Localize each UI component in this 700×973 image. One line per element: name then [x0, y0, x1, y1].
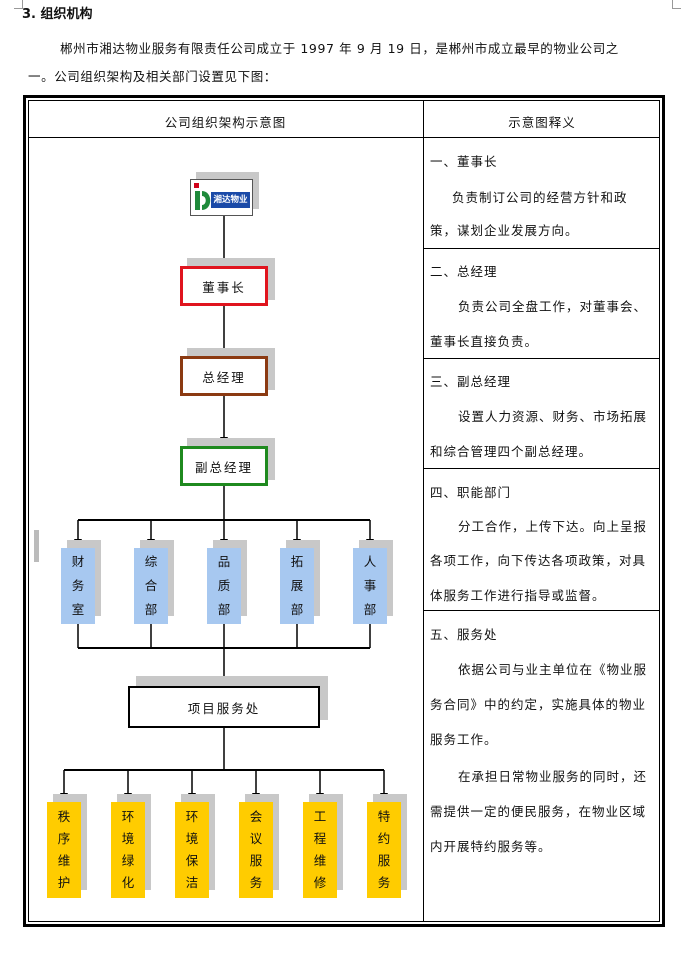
explanation-3-line-2: 和综合管理四个副总经理。 — [430, 444, 593, 459]
explanation-5-line-4: 在承担日常物业服务的同时，还 — [458, 769, 648, 784]
explanation-3-title: 三、副总经理 — [430, 374, 512, 389]
logo-mark-icon — [194, 183, 250, 210]
explanation-1-line-1: 负责制订公司的经营方针和政 — [452, 190, 628, 205]
intro-line-1: 郴州市湘达物业服务有限责任公司成立于 1997 年 9 月 19 日，是郴州市成… — [60, 41, 619, 56]
general-manager-box: 总经理 — [180, 356, 268, 396]
explanation-4-line-2: 各项工作，向下传达各项政策，对具 — [430, 553, 647, 568]
right-column-header: 示意图释义 — [508, 115, 576, 130]
table-header-divider — [28, 137, 660, 138]
explanation-5-line-2: 务合同》中的约定，实施具体的物业 — [430, 697, 647, 712]
service-box: 工程维修 — [303, 802, 337, 898]
department-box: 品质部 — [207, 548, 241, 624]
explanation-4-title: 四、职能部门 — [430, 485, 512, 500]
explanation-5-line-3: 服务工作。 — [430, 732, 498, 747]
row-divider-4 — [423, 610, 660, 611]
chairman-box: 董事长 — [180, 266, 268, 306]
corner-mark-left — [14, 0, 23, 9]
department-box: 综合部 — [134, 548, 168, 624]
table-column-divider — [423, 100, 424, 922]
left-column-header: 公司组织架构示意图 — [164, 115, 287, 130]
explanation-5-line-6: 内开展特约服务等。 — [430, 839, 552, 854]
explanation-1-line-2: 策，谋划企业发展方向。 — [430, 223, 579, 238]
explanation-1-title: 一、董事长 — [430, 154, 498, 169]
table-outer-border — [23, 95, 665, 927]
explanation-2-title: 二、总经理 — [430, 264, 498, 279]
row-divider-3 — [423, 468, 660, 469]
intro-line-2: 一。公司组织架构及相关部门设置见下图： — [28, 69, 277, 84]
department-box: 拓展部 — [280, 548, 314, 624]
section-title: 3. 组织机构 — [22, 7, 93, 22]
row-divider-1 — [423, 248, 660, 249]
company-logo: 湘达物业 — [190, 179, 253, 216]
explanation-5-line-1: 依据公司与业主单位在《物业服 — [458, 662, 648, 677]
service-box: 环境保洁 — [175, 802, 209, 898]
logo-text: 湘达物业 — [213, 195, 248, 205]
left-edge-mark — [34, 530, 39, 562]
explanation-4-line-1: 分工合作，上传下达。向上呈报 — [458, 519, 648, 534]
department-box: 人事部 — [353, 548, 387, 624]
explanation-5-title: 五、服务处 — [430, 627, 498, 642]
service-box: 秩序维护 — [47, 802, 81, 898]
service-box: 特约服务 — [367, 802, 401, 898]
explanation-2-line-1: 负责公司全盘工作，对董事会、 — [458, 299, 648, 314]
explanation-3-line-1: 设置人力资源、财务、市场拓展 — [458, 409, 648, 424]
row-divider-2 — [423, 358, 660, 359]
explanation-5-line-5: 需提供一定的便民服务，在物业区域 — [430, 804, 647, 819]
department-box: 财务室 — [61, 548, 95, 624]
explanation-2-line-2: 董事长直接负责。 — [430, 334, 539, 349]
table-inner-border — [28, 100, 660, 922]
explanation-4-line-3: 体服务工作进行指导或监督。 — [430, 588, 606, 603]
service-box: 环境绿化 — [111, 802, 145, 898]
corner-mark-right — [672, 0, 681, 9]
service-office-box: 项目服务处 — [128, 686, 320, 728]
deputy-manager-box: 副总经理 — [180, 446, 268, 486]
service-box: 会议服务 — [239, 802, 273, 898]
